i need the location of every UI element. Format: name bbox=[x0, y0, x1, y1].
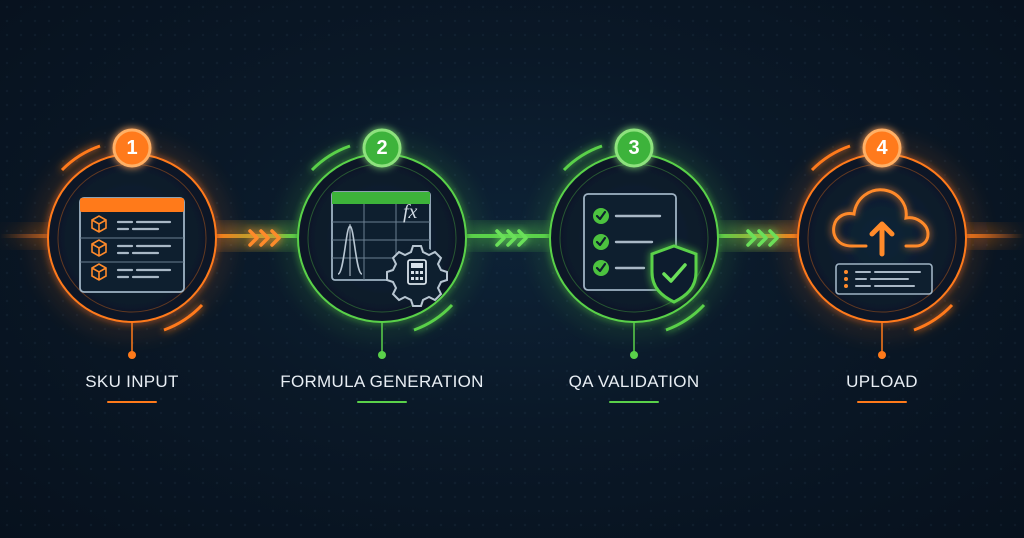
cloud-upload-icon bbox=[832, 188, 933, 295]
checklist-shield-icon bbox=[583, 193, 698, 304]
step-1-label: SKU INPUT bbox=[85, 372, 179, 391]
step-4-number: 4 bbox=[876, 137, 888, 159]
double-chevron-right-icon bbox=[248, 229, 281, 247]
step-1-badge bbox=[112, 128, 152, 168]
step-2-node: fx bbox=[285, 128, 479, 359]
step-1-number: 1 bbox=[126, 137, 138, 159]
step-4-badge bbox=[862, 128, 902, 168]
step-2-label: FORMULA GENERATION bbox=[280, 372, 484, 391]
step-2-badge bbox=[362, 128, 402, 168]
step-2-underline bbox=[357, 401, 407, 403]
step-3-number: 3 bbox=[628, 137, 640, 159]
step-3-badge bbox=[614, 128, 654, 168]
step-2-number: 2 bbox=[376, 137, 388, 159]
step-1-node bbox=[35, 128, 229, 359]
double-chevron-right-icon bbox=[746, 229, 779, 247]
step-3-underline bbox=[609, 401, 659, 403]
spreadsheet-formula-gear-icon: fx bbox=[331, 191, 448, 307]
double-chevron-right-icon bbox=[495, 229, 528, 247]
step-4-label: UPLOAD bbox=[846, 372, 918, 391]
sku-table-icon bbox=[79, 197, 185, 293]
step-4-node bbox=[785, 128, 979, 359]
step-3-node bbox=[537, 128, 731, 359]
formula-fx-glyph: fx bbox=[403, 201, 418, 223]
step-4-underline bbox=[857, 401, 907, 403]
step-3-label: QA VALIDATION bbox=[568, 372, 700, 391]
step-1-underline bbox=[107, 401, 157, 403]
